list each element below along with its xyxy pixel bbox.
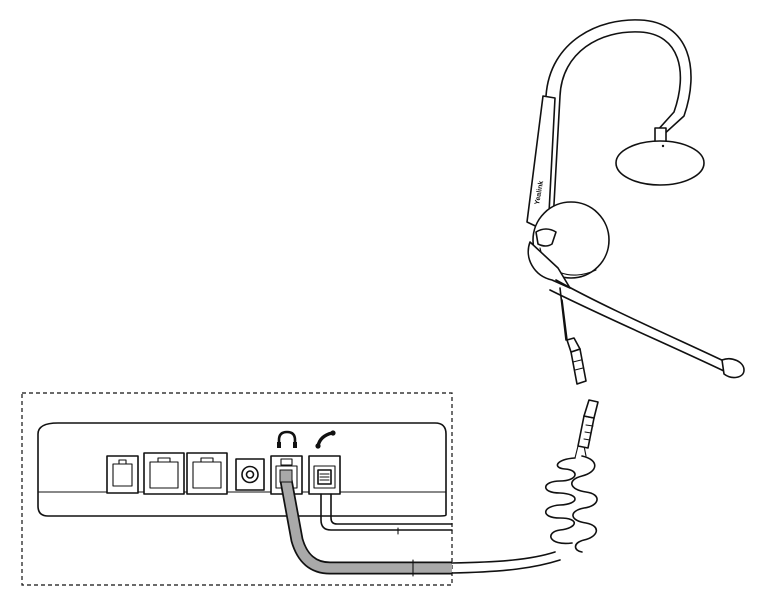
handset-port xyxy=(308,455,341,495)
headset-icon xyxy=(277,430,297,448)
handset-cord xyxy=(320,493,453,535)
ext-port xyxy=(106,455,139,494)
power-jack xyxy=(235,458,265,491)
pc-port xyxy=(186,452,228,495)
headset-brand: Yealink xyxy=(534,180,545,205)
port-row xyxy=(106,452,341,495)
callout-frame xyxy=(21,392,453,586)
handset-icon xyxy=(315,430,336,449)
coiled-cord xyxy=(544,445,598,553)
headset-cable xyxy=(279,469,452,577)
headset: Yealink xyxy=(526,19,745,379)
internet-port xyxy=(143,452,185,495)
extension-cable xyxy=(451,551,561,574)
quick-disconnect xyxy=(561,299,599,449)
